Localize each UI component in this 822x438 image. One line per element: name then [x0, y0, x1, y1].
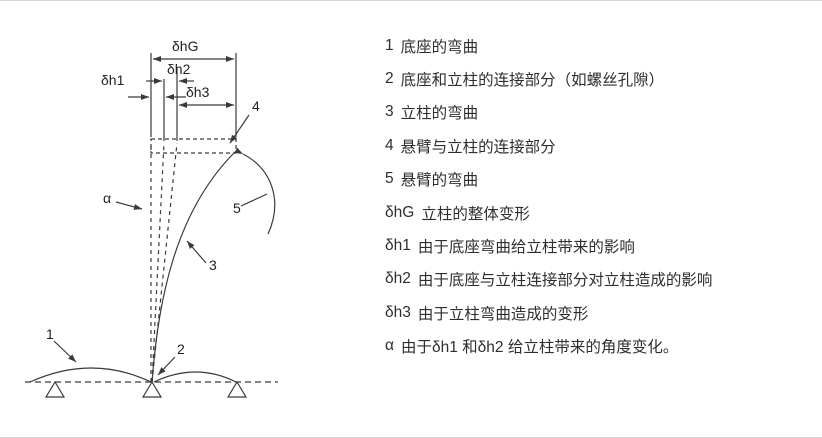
label-2: 2 [177, 341, 185, 357]
legend-item-4: 4 悬臂与立柱的连接部分 [385, 129, 815, 162]
legend-item-key: α [385, 337, 394, 355]
legend-item-key: 3 [385, 103, 394, 121]
label-dh2: δh2 [167, 61, 191, 77]
alpha-arrow [115, 201, 143, 210]
legend-item-text: 立柱的整体变形 [421, 205, 530, 223]
legend-item-text: 底座和立柱的连接部分（如螺丝孔隙） [400, 72, 665, 90]
leader-5 [240, 193, 268, 207]
leader-2 [157, 356, 176, 376]
legend-item-text: 悬臂的弯曲 [400, 172, 479, 190]
cantilever-outline [150, 138, 237, 154]
label-4: 4 [252, 98, 260, 114]
legend-item-key: 4 [385, 136, 394, 154]
column-bent-curve [151, 150, 237, 383]
legend-item-key: δh1 [385, 237, 411, 255]
base-wave-right [153, 371, 237, 383]
legend-item-2: 2 底座和立柱的连接部分（如螺丝孔隙） [385, 62, 815, 95]
legend-item-alpha: α 由于δh1 和δh2 给立柱带来的角度变化。 [385, 330, 815, 363]
column-deformation-diagram: δhG δh1 δh2 δh3 α 1 2 3 4 5 [0, 1, 360, 437]
legend-item-key: δh2 [385, 270, 411, 288]
legend-item-dh1: δh1 由于底座弯曲给立柱带来的影响 [385, 229, 815, 262]
leader-4 [229, 114, 250, 144]
label-3: 3 [209, 257, 217, 273]
legend-item-5: 5 悬臂的弯曲 [385, 163, 815, 196]
label-5: 5 [233, 200, 241, 216]
legend-item-key: δh3 [385, 303, 411, 321]
legend-item-dh2: δh2 由于底座与立柱连接部分对立柱造成的影响 [385, 263, 815, 296]
legend-item-text: 由于底座与立柱连接部分对立柱造成的影响 [417, 272, 713, 290]
legend-item-dhG: δhG 立柱的整体变形 [385, 196, 815, 229]
leader-1 [53, 340, 77, 363]
legend-item-text: 悬臂与立柱的连接部分 [400, 138, 556, 156]
base-wave-left [29, 367, 152, 383]
diagram-svg: δhG δh1 δh2 δh3 α 1 2 3 4 5 [25, 38, 278, 398]
support-triangle-right [226, 380, 248, 398]
leader-3 [186, 240, 207, 264]
legend-item-key: 1 [385, 36, 394, 54]
legend-item-key: 2 [385, 70, 394, 88]
support-triangle-center [141, 380, 163, 398]
legend-item-key: 5 [385, 170, 394, 188]
legend-item-3: 3 立柱的弯曲 [385, 96, 815, 129]
legend-item-text: 底座的弯曲 [400, 38, 479, 56]
legend-item-text: 立柱的弯曲 [400, 105, 479, 123]
legend-item-dh3: δh3 由于立柱弯曲造成的变形 [385, 296, 815, 329]
legend-item-text: 由于δh1 和δh2 给立柱带来的角度变化。 [400, 339, 679, 357]
label-dhG: δhG [172, 38, 198, 54]
support-triangle-left [44, 380, 66, 398]
legend-item-text: 由于底座弯曲给立柱带来的影响 [417, 239, 635, 257]
legend-list: 1 底座的弯曲 2 底座和立柱的连接部分（如螺丝孔隙） 3 立柱的弯曲 4 悬臂… [385, 29, 815, 363]
column-tilt-line-dh1 [151, 142, 165, 383]
legend-item-1: 1 底座的弯曲 [385, 29, 815, 62]
cantilever-bend-arc [234, 147, 276, 235]
label-dh1: δh1 [101, 72, 125, 88]
legend-item-text: 由于立柱弯曲造成的变形 [417, 305, 589, 323]
legend-item-key: δhG [385, 203, 415, 221]
label-alpha: α [103, 190, 111, 206]
label-dh3: δh3 [186, 84, 210, 100]
label-1: 1 [46, 326, 54, 342]
